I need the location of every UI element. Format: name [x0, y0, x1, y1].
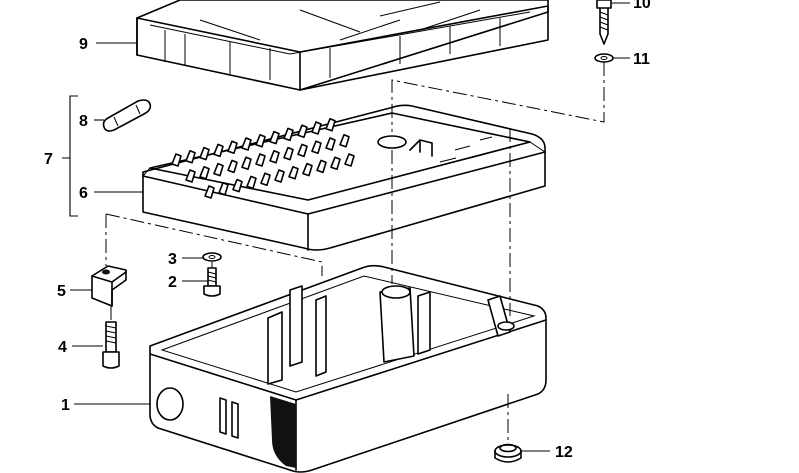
fuse-terminal [241, 137, 252, 151]
fuse-terminal [227, 140, 238, 154]
callout-6: 6 [79, 185, 88, 202]
fuse-terminal [297, 143, 308, 158]
fuse-terminal [218, 182, 229, 196]
part-bracket-5 [91, 265, 127, 307]
fuse-terminal [311, 140, 322, 154]
part-cover [136, 0, 549, 91]
callout-8: 8 [79, 113, 88, 130]
callout-3: 3 [168, 251, 177, 268]
group-bracket-7 [62, 95, 78, 217]
fuse-terminal [344, 153, 355, 167]
callout-5: 5 [57, 283, 66, 300]
fuse-terminal [227, 159, 238, 174]
fuse-terminal [269, 150, 280, 164]
part-fuse-board [142, 104, 546, 251]
callout-1: 1 [61, 397, 70, 414]
fuse-terminal [185, 150, 196, 164]
fuse-terminal [213, 143, 224, 158]
fuse-terminal [246, 175, 257, 190]
fuse-terminal [241, 156, 252, 170]
fuse-terminal [316, 159, 327, 174]
fuse-terminal [311, 121, 322, 135]
callout-9: 9 [79, 36, 88, 53]
fuse-terminal [325, 118, 336, 132]
fuse-terminal [260, 172, 271, 186]
callout-12: 12 [555, 444, 573, 461]
fuse-terminal [302, 162, 313, 177]
fuse-terminals [171, 118, 355, 199]
fuse-terminal [255, 153, 266, 167]
fuse-terminal [269, 130, 280, 145]
callout-10: 10 [633, 0, 651, 12]
fuse-terminal [199, 166, 210, 180]
part-washer-3 [202, 252, 222, 262]
fuse-terminal [283, 146, 294, 161]
fuse-terminal [171, 153, 182, 167]
fuse-terminal [204, 185, 215, 199]
part-washer-11 [594, 53, 614, 63]
fuse-terminal [185, 169, 196, 183]
callout-7: 7 [44, 151, 53, 168]
part-grommet-12 [494, 443, 522, 463]
assembly-lines [105, 62, 605, 444]
callout-11: 11 [633, 51, 650, 68]
callout-labels: 9 8 7 6 3 2 5 4 1 10 11 12 [44, 0, 651, 461]
fuse-terminal [213, 162, 224, 177]
fuse-terminal [232, 178, 243, 193]
fuse-terminal [339, 134, 350, 148]
callout-2: 2 [168, 274, 177, 291]
fuse-terminal [325, 137, 336, 151]
part-bolt-4 [102, 321, 120, 369]
fuse-terminal [199, 146, 210, 161]
fuse-terminal [274, 169, 285, 183]
part-screw-2 [203, 267, 221, 297]
fuse-terminal [283, 127, 294, 142]
fuse-terminal [297, 124, 308, 138]
fuse-terminal [288, 166, 299, 180]
part-housing [149, 264, 547, 473]
fuse-terminal [255, 134, 266, 148]
part-screw-10 [596, 0, 612, 45]
part-fuse [102, 99, 152, 132]
leader-lines [70, 2, 630, 452]
callout-4: 4 [58, 339, 67, 356]
fuse-terminal [330, 156, 341, 170]
